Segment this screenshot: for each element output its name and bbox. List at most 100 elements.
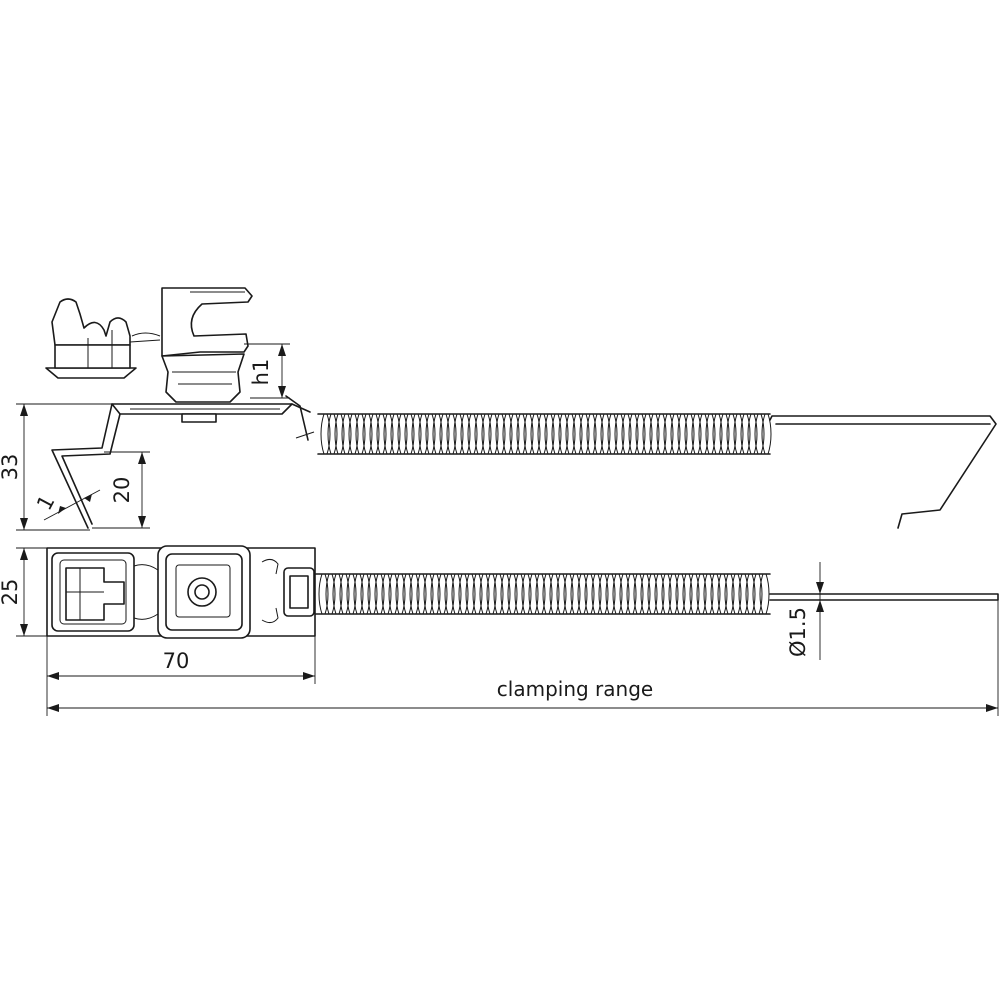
dim-h1-label: h1 [249,359,273,386]
spring-coil [376,413,387,455]
spring-coil [318,573,329,615]
dim-height-33: 33 [0,403,112,531]
spring-coil [367,573,378,615]
spring-coil [731,573,742,615]
dimensions: h1 33 20 1 [0,343,999,716]
spring-coil [432,413,443,455]
spring-coil [649,413,660,455]
spring-coil [460,413,471,455]
spring-coil [451,573,462,615]
spring-coil [647,573,658,615]
spring-coil [745,573,756,615]
spring-coil [374,573,385,615]
side-base-plate [51,395,315,529]
dim-length-70: 70 [46,636,316,716]
spring-coil [691,413,702,455]
spring-coil [656,413,667,455]
spring-coil [411,413,422,455]
spring-coil [675,573,686,615]
spring-coil [682,573,693,615]
spring-coil [425,413,436,455]
spring-coil [495,413,506,455]
spring-coil [523,413,534,455]
spring-coil [388,573,399,615]
spring-coil [341,413,352,455]
spring-coil [416,573,427,615]
spring-coil [481,413,492,455]
spring-coil [698,413,709,455]
spring-coil [719,413,730,455]
spring-coil [355,413,366,455]
spring-coil [761,413,772,455]
spring-coil [409,573,420,615]
top-right-fittings [261,558,315,624]
spring-coil [752,573,763,615]
spring-coil [544,413,555,455]
spring-coil [418,413,429,455]
spring-coil [395,573,406,615]
spring-coil [738,573,749,615]
spring-coil [549,573,560,615]
dim-1-label: 1 [32,491,59,514]
spring-coil [591,573,602,615]
spring-coil [558,413,569,455]
spring-coil [754,413,765,455]
spring-coil [556,573,567,615]
spring-coil [446,413,457,455]
spring-coil [670,413,681,455]
top-view [46,545,999,639]
dim-h1: h1 [244,343,290,399]
spring-coil [633,573,644,615]
spring-coil [502,413,513,455]
spring-coil [537,413,548,455]
spring-coil [346,573,357,615]
spring-coil [635,413,646,455]
spring-coil [360,573,371,615]
dim-70-label: 70 [163,649,190,673]
spring-coil [423,573,434,615]
dim-diameter: Ø1.5 [786,562,828,660]
spring-coil [327,413,338,455]
spring-coil [684,413,695,455]
spring-coil [740,413,751,455]
spring-coil [332,573,343,615]
spring-coil [600,413,611,455]
clamping-range-label: clamping range [497,677,653,701]
side-clamp-body [161,287,253,403]
spring-coil [733,413,744,455]
spring-coil [598,573,609,615]
spring-coil [381,573,392,615]
spring-coil [474,413,485,455]
spring-coil [759,573,770,615]
spring-coil [453,413,464,455]
dim-33-label: 33 [0,454,22,481]
spring-coil [696,573,707,615]
spring-coil [516,413,527,455]
spring-coil [705,413,716,455]
spring-coil [439,413,450,455]
spring-coil [577,573,588,615]
spring-coil [668,573,679,615]
dim-diameter-label: Ø1.5 [786,607,810,657]
spring-coil [362,413,373,455]
spring-coil [530,413,541,455]
top-spring [315,573,771,615]
spring-coil [509,413,520,455]
spring-coil [621,413,632,455]
spring-coil [605,573,616,615]
spring-coil [640,573,651,615]
spring-coil [642,413,653,455]
spring-coil [369,413,380,455]
spring-coil [654,573,665,615]
spring-coil [486,573,497,615]
spring-coil [661,573,672,615]
dim-25-label: 25 [0,579,22,606]
side-spring [317,413,772,455]
spring-coil [572,413,583,455]
spring-coil [535,573,546,615]
spring-coil [612,573,623,615]
spring-coil [677,413,688,455]
spring-coil [514,573,525,615]
spring-coil [488,413,499,455]
spring-coil [444,573,455,615]
